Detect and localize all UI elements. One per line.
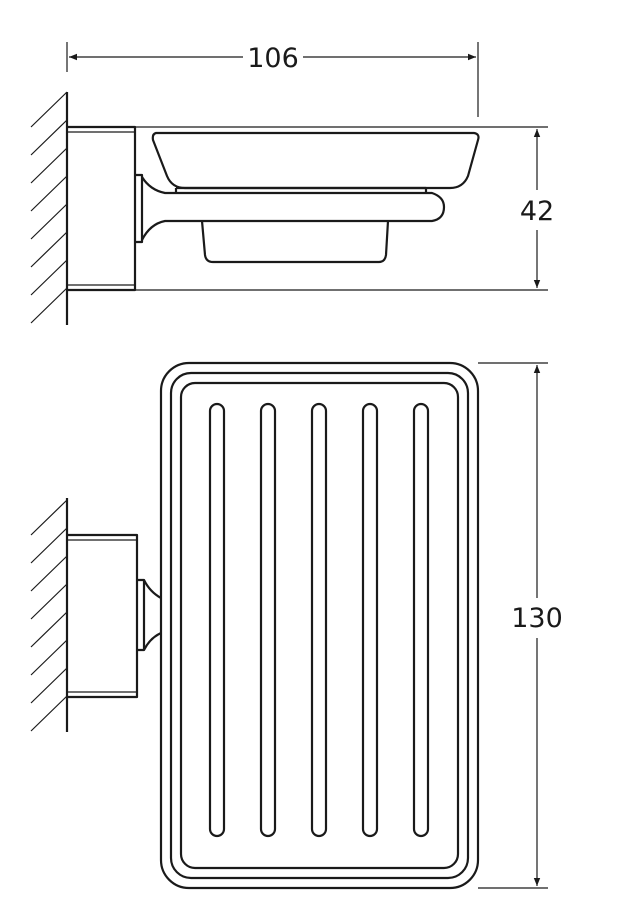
- hatch-line: [30, 203, 68, 240]
- hatch-line: [30, 639, 68, 676]
- hatch-line: [30, 667, 68, 704]
- height-dimension: 42: [135, 126, 554, 291]
- hatch-line: [30, 231, 68, 268]
- hatch-line: [30, 119, 68, 156]
- hatch-line: [30, 499, 68, 536]
- soap-dish-side: [151, 131, 480, 190]
- wall-hatch: [30, 499, 68, 732]
- width-dimension: 106: [66, 42, 479, 117]
- hatch-line: [30, 583, 68, 620]
- length-dimension: 130: [478, 362, 563, 889]
- hatch-line: [30, 259, 68, 296]
- length-dimension-label: 130: [511, 603, 563, 634]
- height-dimension-label: 42: [520, 196, 554, 227]
- hatch-line: [30, 147, 68, 184]
- side-view: 106 42: [30, 42, 554, 325]
- wall-hatch: [30, 91, 68, 324]
- hatch-line: [30, 695, 68, 732]
- hatch-line: [30, 91, 68, 128]
- wall-bracket: [67, 125, 137, 292]
- dish-arm: [135, 173, 446, 244]
- drain-slot: [208, 402, 226, 838]
- top-view: 130: [30, 361, 563, 890]
- drain-slot: [412, 402, 430, 838]
- drain-slot: [361, 402, 379, 838]
- drain-slots: [208, 402, 430, 838]
- hatch-line: [30, 555, 68, 592]
- hatch-line: [30, 527, 68, 564]
- drain-slot: [259, 402, 277, 838]
- hatch-line: [30, 175, 68, 212]
- wall-bracket: [67, 533, 162, 699]
- drain-slot: [310, 402, 328, 838]
- hatch-line: [30, 287, 68, 324]
- soap-dish-top: [159, 361, 480, 890]
- drain-cup: [200, 220, 390, 264]
- hatch-line: [30, 611, 68, 648]
- width-dimension-label: 106: [247, 43, 299, 74]
